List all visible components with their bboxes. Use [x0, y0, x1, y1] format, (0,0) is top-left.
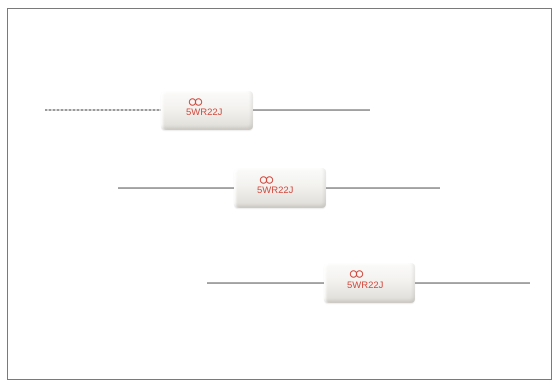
- resistor-1-right-lead: [250, 109, 370, 111]
- brand-logo-icon: [259, 176, 274, 184]
- resistor-1-left-lead: [45, 109, 163, 111]
- resistor-3-body: [324, 263, 415, 303]
- resistor-2-right-lead: [322, 187, 440, 189]
- resistor-2-body: [234, 168, 326, 208]
- resistor-1-body: [161, 91, 253, 130]
- resistor-3-right-lead: [412, 282, 530, 284]
- resistor-3-left-lead: [207, 282, 327, 284]
- resistor-2-left-lead: [118, 187, 236, 189]
- brand-logo-icon: [349, 270, 364, 278]
- brand-logo-icon: [188, 98, 203, 106]
- resistor-2-marking: 5WR22J: [257, 185, 294, 196]
- resistor-3-marking: 5WR22J: [347, 280, 384, 291]
- resistor-1-marking: 5WR22J: [186, 107, 223, 118]
